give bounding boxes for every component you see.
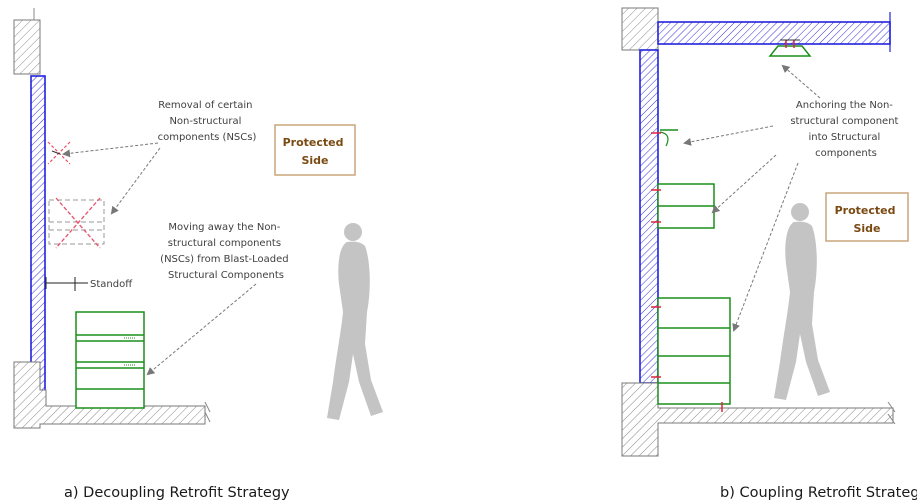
standoff-label: Standoff: [90, 279, 133, 290]
anchoring-arrow-bracket: [683, 125, 774, 146]
anchoring-annotation: Anchoring the Non- structural component …: [790, 100, 901, 159]
nsc-cabinet-right: [651, 297, 731, 412]
removed-cabinet: [48, 197, 105, 249]
caption-left: a) Decoupling Retrofit Strategy: [64, 485, 290, 501]
protected-side-label-left: Protected Side: [283, 136, 348, 167]
column-top: [13, 19, 41, 75]
anchoring-arrow-ceiling: [781, 64, 821, 99]
wall-cabinet: [651, 183, 715, 229]
protected-side-box-right: [825, 192, 909, 242]
left-panel: Standoff Removal of certain Non-structur…: [13, 8, 383, 501]
ceiling-fixture: [768, 39, 812, 57]
moving-annotation: Moving away the Non- structural componen…: [160, 222, 292, 281]
floor-slab: [13, 361, 206, 429]
moving-arrow: [146, 283, 257, 376]
blast-loaded-wall: [30, 75, 46, 393]
person-silhouette-icon: [327, 223, 383, 420]
removal-arrow-2: [110, 147, 161, 215]
standoff-dimension: [45, 277, 88, 291]
removal-annotation: Removal of certain Non-structural compon…: [158, 100, 257, 143]
removal-arrow-1: [62, 142, 159, 158]
protected-side-box-left: [274, 124, 356, 176]
wall-bracket: [651, 129, 678, 147]
anchoring-arrow-cabinet: [711, 154, 777, 214]
caption-right: b) Coupling Retrofit Strategy: [720, 485, 917, 501]
anchor-bolt-icon: [651, 189, 661, 223]
removal-cross-icon: [47, 141, 71, 165]
protected-side-label-right: Protected Side: [835, 204, 900, 235]
right-panel: Anchoring the Non- structural component …: [621, 7, 917, 501]
roof-beam: [657, 21, 891, 45]
column-top-right: [621, 7, 659, 51]
person-silhouette-icon-right: [774, 203, 830, 400]
blast-loaded-wall-right: [639, 49, 659, 384]
nsc-cabinet: [75, 311, 145, 409]
